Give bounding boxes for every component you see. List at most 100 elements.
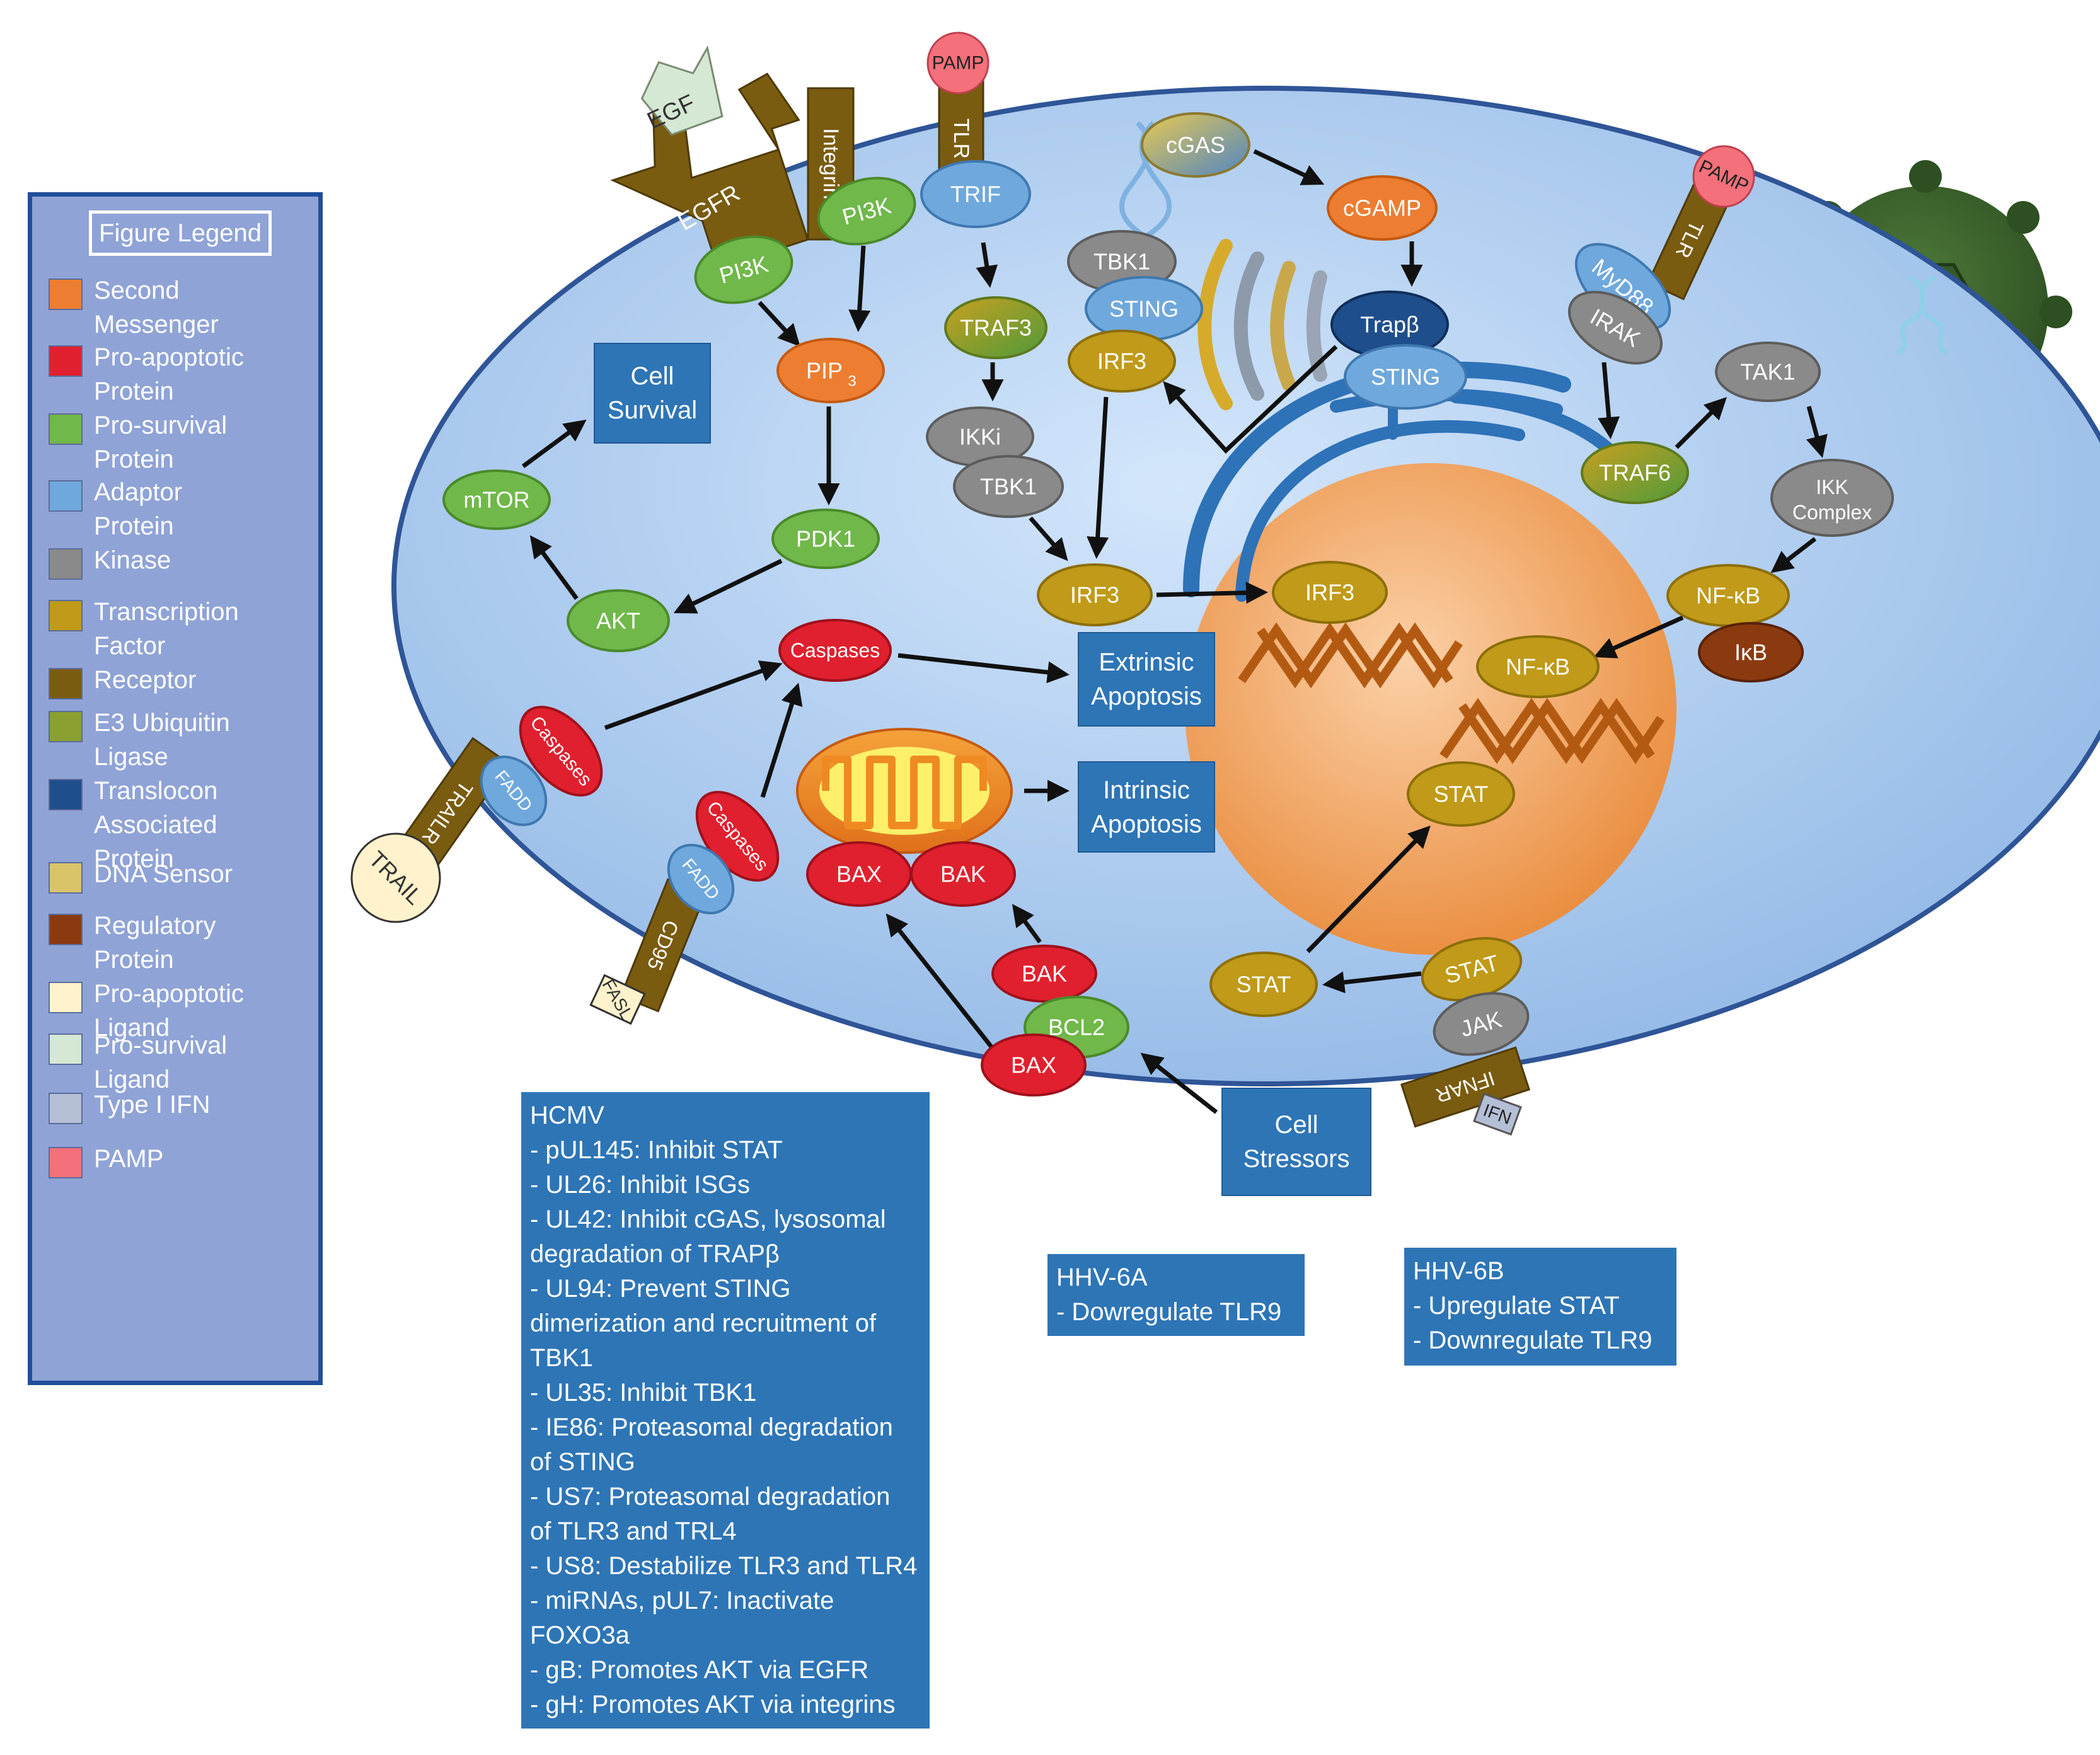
irf3-nuc-node: IRF3 [1272, 561, 1388, 624]
arrow-akt-to-mtor [529, 535, 579, 601]
pdk1-label: PDK1 [796, 526, 855, 552]
sting-left-label: STING [1109, 296, 1179, 322]
traf6-label: TRAF6 [1599, 460, 1671, 486]
hcmv-line: - UL42: Inhibit cGAS, lysosomal degradat… [530, 1205, 886, 1268]
ifn-ligand-node: IFN [1473, 1092, 1522, 1136]
stat-cyto-label: STAT [1237, 972, 1291, 998]
pi3k-integrin-node: PI3K [817, 176, 916, 246]
bcl2-label: BCL2 [1048, 1015, 1105, 1040]
square-swatch [49, 982, 83, 1013]
hcmv-line: - UL94: Prevent STING dimerization and r… [530, 1275, 877, 1372]
bax-mito-node: BAX [806, 841, 912, 907]
hhv6a-title: HHV-6A [1056, 1263, 1148, 1291]
fadd-fas-node: FADD [667, 844, 735, 914]
extrinsic-apoptosis-box: Extrinsic Apoptosis [1078, 632, 1215, 727]
bak-lower-node: BAK [991, 945, 1097, 1003]
hhv6b-box: HHV-6B - Upregulate STAT - Downregulate T… [1404, 1248, 1676, 1366]
hcmv-line: - miRNAs, pUL7: Inactivate FOXO3a [530, 1587, 834, 1649]
trail-ligand-node: TRAIL [350, 832, 441, 923]
cgamp-label: cGAMP [1343, 195, 1421, 221]
arrow-fas-caspases-to-center [760, 682, 803, 798]
irf3-cyto-node: IRF3 [1037, 563, 1153, 626]
hhv6a-box: HHV-6A - Dowregulate TLR9 [1047, 1254, 1305, 1336]
ikb-label: IκB [1734, 640, 1767, 665]
square-swatch [49, 779, 83, 810]
pip3-label: PIP [806, 358, 843, 384]
trif-node: TRIF [920, 160, 1031, 228]
cell-survival-box: Cell Survival [594, 343, 711, 444]
square-swatch [49, 548, 83, 580]
square-swatch [49, 1033, 83, 1065]
caspases-center-node: Caspases [778, 619, 892, 682]
hhv6b-line: - Downregulate TLR9 [1413, 1326, 1653, 1354]
hcmv-lines: - pUL145: Inhibit STAT- UL26: Inhibit IS… [530, 1133, 921, 1722]
arrow-trail-caspases-to-center [604, 660, 783, 730]
capsid-dna-icon [1896, 275, 1949, 355]
arrow-pi3k2-to-pip3 [848, 245, 871, 332]
sting-er-node: STING [1344, 344, 1467, 410]
cgas-node: cGAS [1141, 112, 1250, 178]
hhv6a-lines: - Dowregulate TLR9 [1056, 1295, 1296, 1330]
arrows-layer [521, 149, 1828, 1114]
irf3-nuc-label: IRF3 [1305, 580, 1354, 606]
hcmv-line: - UL35: Inhibit TBK1 [530, 1379, 757, 1407]
traf3-label: TRAF3 [960, 315, 1032, 341]
square-swatch [49, 480, 83, 512]
irf3-sting-label: IRF3 [1097, 348, 1146, 374]
cd95-receptor: CD95 [619, 878, 707, 1013]
pamp-tlr-top-label: PAMP [932, 53, 984, 74]
irf3-sting-node: IRF3 [1068, 330, 1176, 393]
dna-helix-icon [1238, 622, 1664, 764]
sting-er-label: STING [1371, 364, 1440, 390]
hhv6b-title: HHV-6B [1413, 1257, 1504, 1285]
ikki-label: IKKi [959, 424, 1001, 450]
arrow-stressors-to-bcl2 [1140, 1052, 1218, 1114]
jak-node: JAK [1433, 992, 1530, 1056]
trapb-label: Trapβ [1360, 312, 1419, 338]
arrow-mtor-to-survival [521, 419, 587, 468]
sting-left-node: STING [1085, 276, 1203, 342]
square-swatch [49, 345, 83, 377]
legend-item-label: PAMP [94, 1145, 164, 1173]
akt-label: AKT [596, 608, 640, 634]
pi3k-egfr-node: PI3K [694, 235, 793, 304]
tbk1-lower-label: TBK1 [980, 474, 1037, 500]
pamp-tlr-right-node: PAMP [1692, 145, 1755, 208]
square-swatch [49, 914, 83, 945]
fadd-trail-node: FADD [480, 756, 548, 826]
hhv6b-line: - Upregulate STAT [1413, 1292, 1620, 1320]
traf3-node: TRAF3 [944, 296, 1047, 359]
arrow-irf3-to-nucleus [1156, 582, 1268, 604]
square-swatch [49, 1093, 83, 1124]
legend-title: Figure Legend [89, 210, 272, 256]
square-swatch [49, 600, 83, 631]
arrow-pi3k-to-pip3 [758, 301, 800, 347]
mtor-node: mTOR [442, 469, 551, 530]
pdk1-node: PDK1 [771, 509, 880, 569]
arrow-caspases-to-extrinsic [897, 653, 1070, 684]
legend-item-label: Adaptor Protein [94, 478, 183, 540]
hhv6b-lines: - Upregulate STAT - Downregulate TLR9 [1413, 1289, 1668, 1358]
nfkb-nuc-label: NF-κB [1506, 654, 1570, 680]
arrow-tak1-to-ikk [1806, 406, 1828, 458]
ikb-node: IκB [1698, 622, 1804, 682]
trapb-node: Trapβ [1330, 291, 1449, 359]
arrow-pdk1-to-akt [673, 558, 783, 614]
legend-item-label: Translocon Associated Protein [94, 777, 218, 873]
legend-item-label: Regulatory Protein [94, 912, 216, 974]
cgamp-node: cGAMP [1327, 175, 1438, 241]
legend-item-label: Second Messenger [94, 277, 219, 338]
hcmv-line: - US7: Proteasomal degradation of TLR3 a… [530, 1483, 891, 1545]
nfkb-cyto-label: NF-κB [1696, 583, 1760, 609]
hcmv-title: HCMV [530, 1102, 604, 1129]
square-swatch [49, 279, 83, 310]
ikki-node: IKKi [926, 406, 1034, 467]
caspases-center-label: Caspases [790, 639, 880, 662]
bak-mito-node: BAK [910, 841, 1016, 907]
stat-nuc-node: STAT [1407, 761, 1515, 827]
irf3-cyto-label: IRF3 [1070, 582, 1119, 608]
